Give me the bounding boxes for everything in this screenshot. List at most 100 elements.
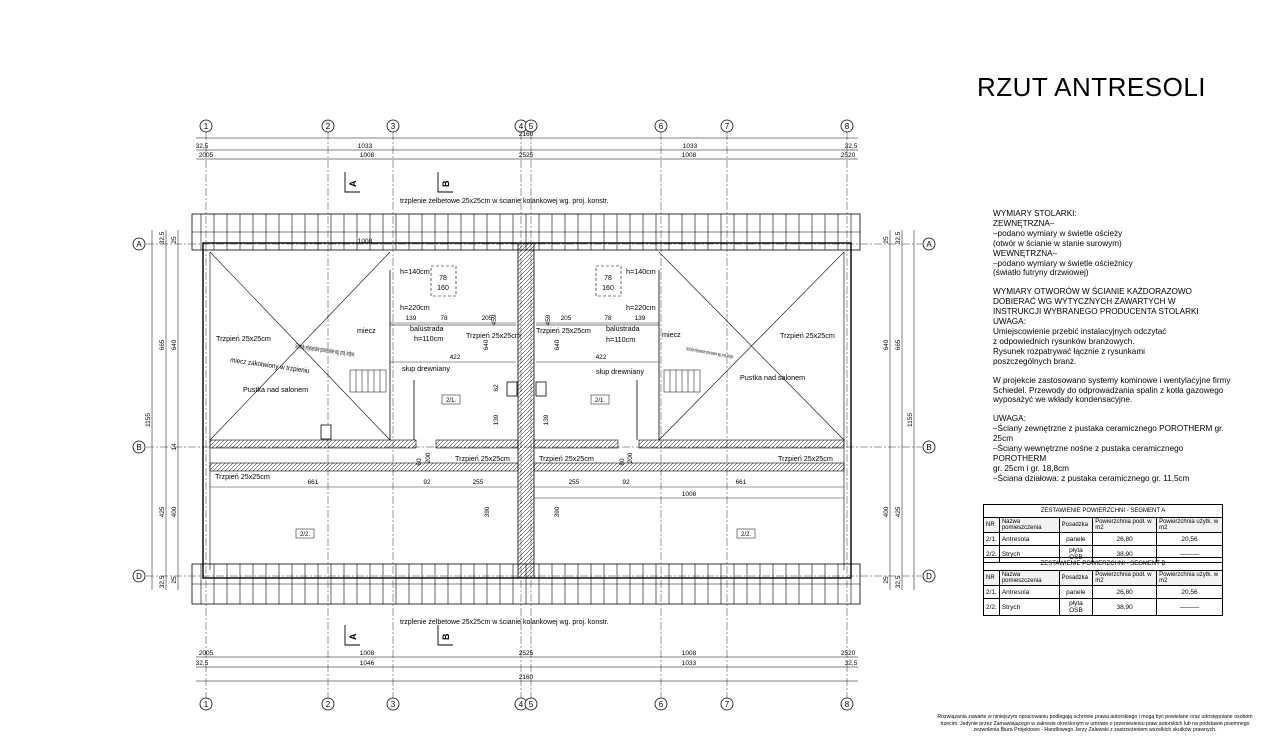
svg-text:B: B xyxy=(441,180,451,187)
miecz-label: miecz xyxy=(662,330,681,339)
slup-label: słup drewniany xyxy=(402,364,450,373)
balustrada-label: balustrada xyxy=(410,324,444,333)
drawing-notes: WYMIARY STOLARKI: ZEWNĘTRZNA– –podano wy… xyxy=(993,209,1231,483)
stairs xyxy=(349,369,701,393)
svg-text:640: 640 xyxy=(554,339,561,350)
room-21-left: 2/1. xyxy=(446,398,456,404)
svg-text:5: 5 xyxy=(529,700,534,709)
section-markers xyxy=(344,172,453,646)
pustka-label: Pustka nad salonem xyxy=(740,373,805,382)
svg-text:25: 25 xyxy=(171,576,178,584)
svg-text:1033: 1033 xyxy=(682,660,697,667)
svg-text:640: 640 xyxy=(171,339,178,350)
axis-label-6: 6 xyxy=(659,122,664,131)
h140-label: h=140cm xyxy=(626,267,656,276)
dimension-chains-top xyxy=(196,137,858,160)
svg-text:661: 661 xyxy=(308,479,319,486)
svg-text:78: 78 xyxy=(440,315,448,322)
svg-text:139: 139 xyxy=(493,414,500,425)
trzpien-label: Trzpień 25x25cm xyxy=(215,472,270,481)
svg-text:32,5: 32,5 xyxy=(845,660,858,667)
axis-label-b-right: B xyxy=(926,443,931,452)
axis-label-5: 5 xyxy=(529,122,534,131)
slup-label: słup drewniany xyxy=(596,367,644,376)
svg-text:4: 4 xyxy=(519,700,524,709)
axis-labels-top: 1 2 3 4 5 6 7 8 xyxy=(204,122,850,131)
roof-window-height-left: 160 xyxy=(437,285,449,292)
trzpien-label: Trzpień 25x25cm xyxy=(778,454,833,463)
roof-window-width-left: 78 xyxy=(439,275,447,282)
svg-text:1155: 1155 xyxy=(907,413,914,427)
svg-text:8: 8 xyxy=(845,700,850,709)
dimension-chains-sides xyxy=(151,230,915,590)
svg-text:25: 25 xyxy=(171,236,178,244)
svg-text:62: 62 xyxy=(493,384,500,392)
svg-text:205: 205 xyxy=(482,315,493,322)
svg-text:B: B xyxy=(441,633,451,640)
svg-text:A: A xyxy=(348,180,358,187)
svg-text:32,5: 32,5 xyxy=(845,143,858,150)
svg-text:1008: 1008 xyxy=(360,152,375,159)
svg-text:640: 640 xyxy=(483,339,490,350)
svg-text:661: 661 xyxy=(736,479,747,486)
axis-label-7: 7 xyxy=(725,122,730,131)
svg-text:1155: 1155 xyxy=(145,413,152,427)
svg-text:459: 459 xyxy=(491,314,498,325)
dimension-texts-bottom: 2005 1008 2525 1008 2520 32,5 1046 1033 … xyxy=(196,650,858,681)
trzpien-label: Trzpień 25x25cm xyxy=(216,334,271,343)
svg-text:2520: 2520 xyxy=(841,650,856,657)
axis-label-a-left: A xyxy=(136,240,142,249)
svg-text:1033: 1033 xyxy=(683,143,698,150)
svg-text:400: 400 xyxy=(171,506,178,517)
svg-text:92: 92 xyxy=(622,479,630,486)
svg-text:2520: 2520 xyxy=(841,152,856,159)
trzpien-label: Trzpień 25x25cm xyxy=(539,454,594,463)
axis-label-b-left: B xyxy=(136,443,141,452)
axis-bubbles-bottom xyxy=(199,697,854,711)
svg-text:255: 255 xyxy=(569,479,580,486)
svg-text:665: 665 xyxy=(895,339,902,350)
h110-label: h=110cm xyxy=(606,335,635,344)
void-cross-lines xyxy=(209,251,845,441)
svg-text:459: 459 xyxy=(545,314,552,325)
axis-label-3: 3 xyxy=(391,122,396,131)
svg-text:1: 1 xyxy=(204,700,209,709)
svg-text:205: 205 xyxy=(561,315,572,322)
svg-text:390: 390 xyxy=(554,506,561,517)
svg-text:2005: 2005 xyxy=(199,152,214,159)
trzpien-label: Trzpień 25x25cm xyxy=(780,331,835,340)
svg-text:32,5: 32,5 xyxy=(196,143,209,150)
svg-text:422: 422 xyxy=(596,354,607,361)
svg-text:139: 139 xyxy=(543,414,550,425)
svg-text:2160: 2160 xyxy=(519,131,534,138)
svg-text:200: 200 xyxy=(627,452,634,463)
copyright-footer: Rozwiązania zawarte w niniejszym opracow… xyxy=(937,714,1253,733)
axis-labels-letters: A B D A B D xyxy=(136,240,932,581)
section-marker-labels: A B A B xyxy=(348,180,451,640)
svg-text:200: 200 xyxy=(425,452,432,463)
axis-label-8: 8 xyxy=(845,122,850,131)
room-tags xyxy=(295,394,756,539)
dimension-chains-bottom xyxy=(196,656,858,682)
svg-text:2005: 2005 xyxy=(199,650,214,657)
miecz-zakotwiony-label: miecz zakotwiony w trzpieniu xyxy=(230,357,310,375)
svg-text:1008: 1008 xyxy=(682,152,697,159)
svg-text:400: 400 xyxy=(883,506,890,517)
svg-text:1033: 1033 xyxy=(358,143,373,150)
svg-text:14: 14 xyxy=(171,443,178,451)
svg-text:32,5: 32,5 xyxy=(159,575,166,588)
svg-text:2525: 2525 xyxy=(519,650,534,657)
trzpien-label: Trzpień 25x25cm xyxy=(536,326,591,335)
axis-label-1: 1 xyxy=(204,122,209,131)
svg-text:425: 425 xyxy=(895,506,902,517)
svg-text:3: 3 xyxy=(391,700,396,709)
h140-label: h=140cm xyxy=(400,267,430,276)
svg-text:25: 25 xyxy=(883,576,890,584)
ring-beam-caption-bottom: trzplenie żelbetowe 25x25cm w ścianie ko… xyxy=(400,619,609,626)
svg-text:1008: 1008 xyxy=(360,650,375,657)
axis-bubbles-letters xyxy=(132,237,936,583)
roof-windows xyxy=(430,265,622,297)
